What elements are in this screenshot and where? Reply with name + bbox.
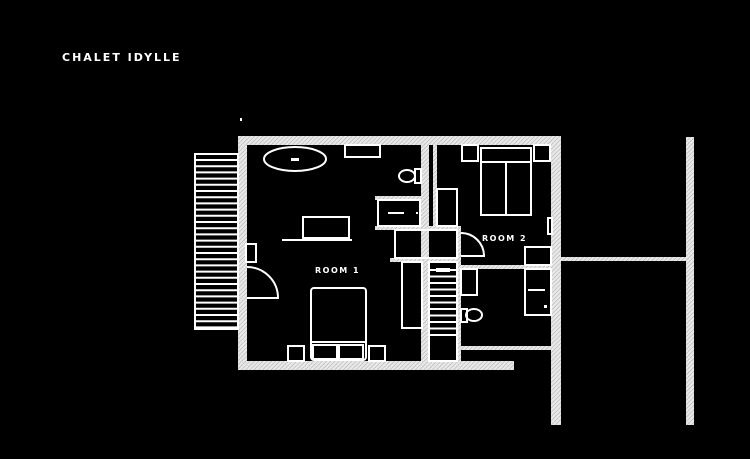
exterior-stair [194, 153, 239, 330]
walls [238, 136, 694, 425]
nightstand [287, 345, 305, 362]
room-label-1: ROOM 1 [315, 266, 360, 275]
furniture [245, 144, 553, 362]
cabinet [344, 144, 381, 158]
small-marks [229, 118, 547, 308]
table-oval [263, 146, 327, 172]
room-label-2: ROOM 2 [482, 234, 527, 243]
desk [302, 216, 350, 239]
toilet [465, 308, 483, 322]
interior-stair [428, 261, 458, 362]
nightstand [368, 345, 386, 362]
plan-title: CHALET IDYLLE [62, 51, 182, 64]
door-swing-room-2 [460, 232, 486, 257]
toilet [398, 169, 416, 183]
door-swing-left [246, 266, 280, 299]
